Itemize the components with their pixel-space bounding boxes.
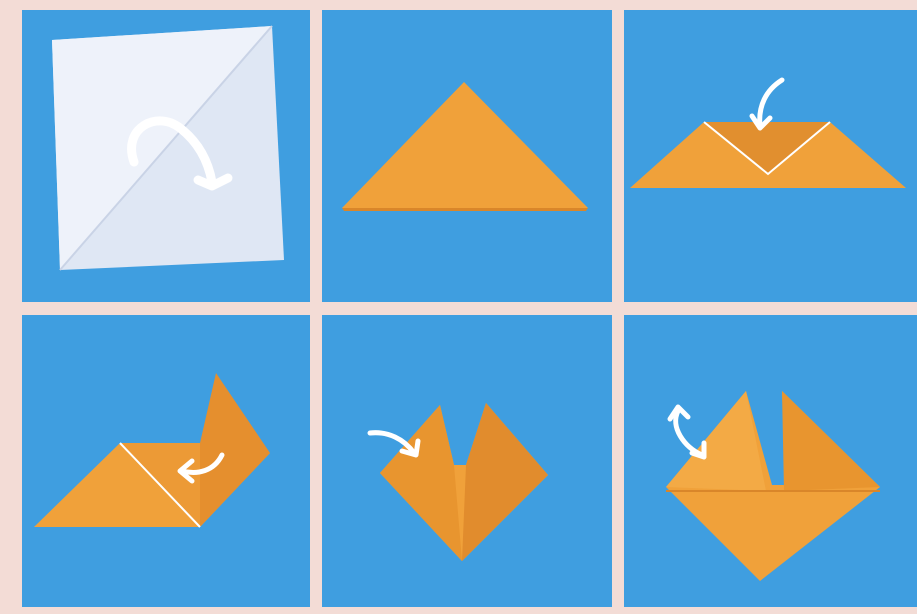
step-2-illustration (322, 10, 612, 302)
step-6-illustration (624, 315, 917, 607)
step-5-panel (322, 315, 612, 607)
right-upright-flap (782, 391, 880, 491)
step-3-illustration (624, 10, 917, 302)
step-2-panel (322, 10, 612, 302)
left-upright-flap (380, 405, 462, 561)
step-6-panel (624, 315, 917, 607)
step-1-panel (22, 10, 310, 302)
orange-triangle (342, 82, 588, 208)
upright-right-flap (200, 373, 270, 527)
right-upright-flap (462, 403, 548, 561)
step-4-illustration (22, 315, 310, 607)
step-4-panel (22, 315, 310, 607)
step-1-illustration (22, 10, 310, 302)
triangle-shadow-edge (342, 208, 588, 211)
step-5-illustration (322, 315, 612, 607)
step-3-panel (624, 10, 917, 302)
